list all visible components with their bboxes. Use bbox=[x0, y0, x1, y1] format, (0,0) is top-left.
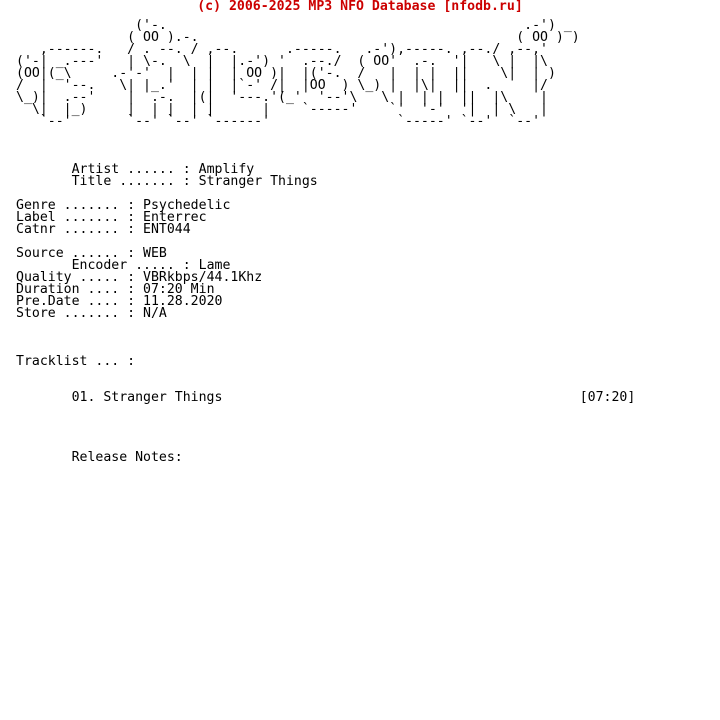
encoder-label: Encoder ..... bbox=[71, 258, 175, 273]
duration-value: 07:20 Min bbox=[143, 282, 215, 297]
predate-value: 11.28.2020 bbox=[143, 294, 223, 309]
nfo-body: ('-. .-') _ ( OO ).-. ( OO ) ) ,------. … bbox=[16, 18, 636, 465]
title-value: Stranger Things bbox=[198, 174, 318, 189]
label-value: Enterrec bbox=[143, 210, 207, 225]
genre-value: Psychedelic bbox=[143, 198, 231, 213]
logo-line: (OO|(_\ .-'-' | | | | OO )| |('-. / | | … bbox=[16, 66, 556, 81]
artist-value: Amplify bbox=[198, 162, 255, 177]
logo-line: ('-. .-') _ bbox=[16, 18, 572, 33]
source-label: Source ...... bbox=[16, 246, 120, 261]
logo-line: \| |_) | | | | | | `-----' `' '-' '| | \… bbox=[16, 102, 548, 117]
tracklist-label: Tracklist ... : bbox=[16, 354, 136, 369]
logo-line: \_)| .--' | .-. |(| '---.'(_' '--'\ \ | … bbox=[16, 90, 548, 105]
genre-label: Genre ....... bbox=[16, 198, 120, 213]
encoder-value: Lame bbox=[198, 258, 231, 273]
logo-line: ,------. / . --. / ,--. .-----. .-'),---… bbox=[16, 42, 548, 57]
logo-line: ( OO ).-. ( OO ) ) bbox=[16, 30, 580, 45]
catnr-label: Catnr ....... bbox=[16, 222, 120, 237]
source-value: WEB bbox=[143, 246, 167, 261]
quality-label: Quality ..... bbox=[16, 270, 120, 285]
ascii-logo: ('-. .-') _ ( OO ).-. ( OO ) ) ,------. … bbox=[16, 18, 580, 129]
label-label: Label ....... bbox=[16, 210, 120, 225]
track-title: 01. Stranger Things bbox=[71, 390, 223, 405]
store-value: N/A bbox=[143, 306, 167, 321]
logo-line: / | '--. \| |_.' | | |`-' /| |OO ) \_) |… bbox=[16, 78, 548, 93]
store-label: Store ....... bbox=[16, 306, 120, 321]
artist-label: Artist ...... bbox=[71, 162, 175, 177]
copyright-header: (c) 2006-2025 MP3 NFO Database [nfodb.ru… bbox=[197, 0, 523, 14]
catnr-value: ENT044 bbox=[143, 222, 191, 237]
track-length: [07:20] bbox=[579, 390, 636, 405]
release-notes-label: Release Notes: bbox=[71, 450, 183, 465]
predate-label: Pre.Date .... bbox=[16, 294, 120, 309]
quality-value: VBRkbps/44.1Khz bbox=[143, 270, 263, 285]
logo-line: ('-| _.---' | \-. \ | |.-') ' .--./ ( OO… bbox=[16, 54, 548, 69]
logo-line: `--' `--' `--' `------' `-----' `--' `--… bbox=[16, 114, 541, 129]
duration-label: Duration .... bbox=[16, 282, 120, 297]
title-label: Title ....... bbox=[71, 174, 175, 189]
